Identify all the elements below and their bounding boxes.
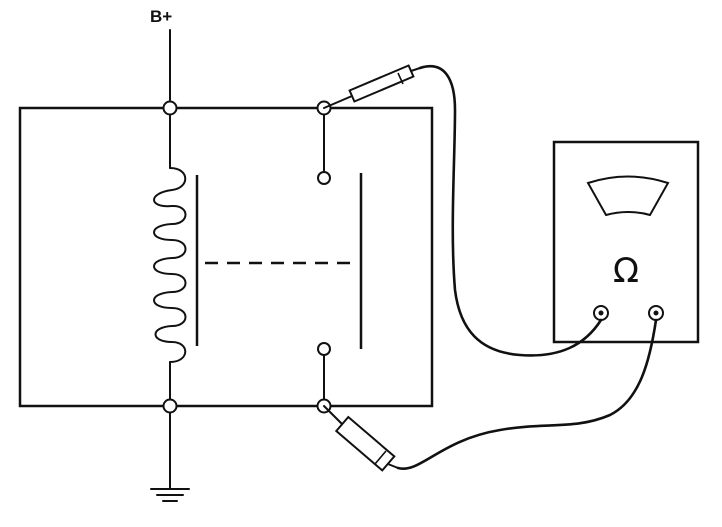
ohmmeter-body (552, 140, 700, 344)
switch-upper-contact (317, 171, 331, 185)
coil-bottom-terminal (162, 398, 178, 414)
coil-top-terminal (162, 100, 178, 116)
relay-coil (153, 113, 187, 401)
bottom-test-lead (396, 318, 658, 470)
supply-label: B+ (150, 7, 172, 26)
ohmmeter: Ω (552, 140, 700, 344)
relay-housing (18, 106, 434, 408)
switch-lower-contact (317, 342, 331, 356)
bottom-test-probe (323, 405, 399, 472)
top-test-lead (418, 65, 603, 357)
top-test-probe (323, 64, 421, 109)
ohm-symbol: Ω (613, 251, 639, 291)
ground-symbol (150, 411, 190, 502)
ohmmeter-scale-window (586, 175, 670, 217)
